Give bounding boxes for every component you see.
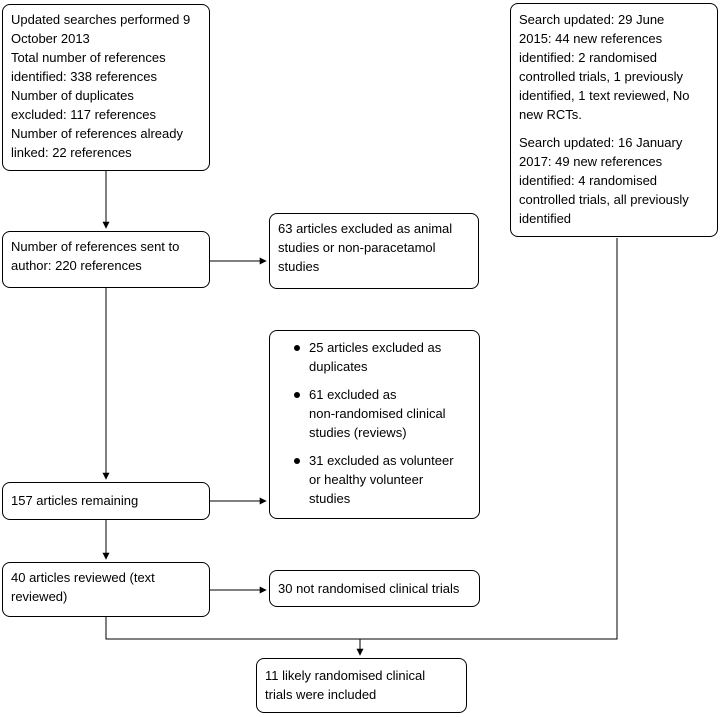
box-sent-to-author: Number of references sent to author: 220… [2, 231, 210, 288]
box-excluded-animal: 63 articles excluded as animal studies o… [269, 213, 479, 289]
exclusion-item-text: 61 excluded as non-randomised clinical s… [309, 387, 446, 440]
box-search-2013: Updated searches performed 9 October 201… [2, 4, 210, 171]
box-exclusions: 25 articles excluded as duplicates 61 ex… [269, 330, 480, 519]
box-sent-to-author-text: Number of references sent to author: 220… [11, 239, 180, 273]
box-not-randomised-text: 30 not randomised clinical trials [278, 581, 460, 596]
exclusion-item-text: 31 excluded as volunteer or healthy volu… [309, 453, 454, 506]
bullet-icon [294, 345, 300, 351]
box-search-2013-text: Updated searches performed 9 October 201… [11, 12, 191, 160]
box-not-randomised: 30 not randomised clinical trials [269, 570, 480, 607]
box-search-updates: Search updated: 29 June 2015: 44 new ref… [510, 3, 718, 237]
box-included: 11 likely randomised clinical trials wer… [256, 658, 467, 713]
exclusion-item-text: 25 articles excluded as duplicates [309, 340, 442, 374]
box-search-updates-para1: Search updated: 29 June 2015: 44 new ref… [519, 12, 690, 122]
bullet-icon [294, 392, 300, 398]
exclusion-item: 61 excluded as non-randomised clinical s… [294, 385, 469, 442]
box-search-updates-para2: Search updated: 16 January 2017: 49 new … [519, 135, 689, 226]
box-reviewed: 40 articles reviewed (text reviewed) [2, 562, 210, 617]
exclusion-item: 31 excluded as volunteer or healthy volu… [294, 451, 469, 508]
exclusion-item: 25 articles excluded as duplicates [294, 338, 469, 376]
box-remaining-text: 157 articles remaining [11, 493, 139, 508]
box-remaining: 157 articles remaining [2, 482, 210, 520]
box-included-text: 11 likely randomised clinical trials wer… [265, 668, 426, 702]
box-excluded-animal-text: 63 articles excluded as animal studies o… [278, 221, 453, 274]
box-reviewed-text: 40 articles reviewed (text reviewed) [11, 570, 155, 604]
bullet-icon [294, 458, 300, 464]
